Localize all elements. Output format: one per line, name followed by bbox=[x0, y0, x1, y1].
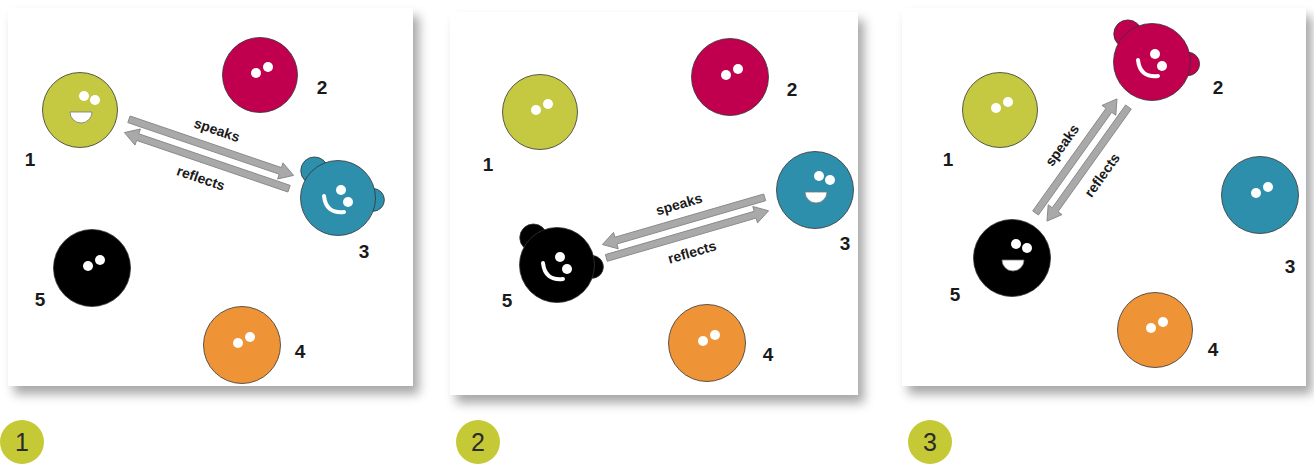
panel-number-badge: 2 bbox=[456, 420, 500, 464]
speech-arrow bbox=[1047, 105, 1131, 221]
panel-number: 1 bbox=[15, 428, 29, 457]
person-number: 3 bbox=[840, 233, 851, 255]
person-circle: 4 bbox=[1117, 292, 1193, 368]
arrow-label: reflects bbox=[1081, 150, 1123, 200]
arrow-label: speaks bbox=[192, 115, 242, 145]
person-number: 5 bbox=[502, 290, 513, 312]
person-number: 4 bbox=[1208, 339, 1219, 361]
person-circle: 4 bbox=[668, 304, 746, 382]
face-figure bbox=[691, 38, 769, 116]
face-figure bbox=[42, 72, 118, 148]
person-number: 2 bbox=[1213, 77, 1224, 99]
person-circle: 1 bbox=[962, 72, 1038, 148]
face-figure bbox=[1113, 23, 1191, 101]
person-circle: 3 bbox=[776, 151, 854, 229]
face-figure bbox=[519, 227, 595, 303]
person-number: 5 bbox=[950, 284, 961, 306]
panel-number: 2 bbox=[471, 428, 485, 457]
face-figure bbox=[53, 229, 131, 307]
person-number: 2 bbox=[317, 77, 328, 99]
speech-arrow bbox=[128, 116, 294, 179]
face-figure bbox=[222, 37, 298, 113]
face-figure bbox=[1117, 292, 1193, 368]
face-figure bbox=[1221, 156, 1299, 234]
person-circle: 1 bbox=[42, 72, 118, 148]
person-circle: 5 bbox=[973, 219, 1051, 297]
person-circle: 3 bbox=[300, 160, 376, 236]
face-figure bbox=[776, 151, 854, 229]
arrow-label: reflects bbox=[666, 237, 718, 266]
person-circle: 3 bbox=[1221, 156, 1299, 234]
person-number: 1 bbox=[483, 154, 494, 176]
person-circle: 2 bbox=[1113, 23, 1191, 101]
person-circle: 1 bbox=[502, 74, 578, 150]
person-number: 4 bbox=[295, 341, 306, 363]
person-number: 5 bbox=[35, 289, 46, 311]
panel-number-badge: 1 bbox=[0, 420, 44, 464]
arrow-label: speaks bbox=[653, 189, 703, 218]
face-figure bbox=[962, 72, 1038, 148]
person-number: 1 bbox=[943, 149, 954, 171]
person-number: 2 bbox=[787, 79, 798, 101]
panel-number: 3 bbox=[923, 428, 937, 457]
panel-number-badge: 3 bbox=[908, 420, 952, 464]
person-number: 4 bbox=[763, 344, 774, 366]
person-number: 3 bbox=[359, 241, 370, 263]
face-figure bbox=[502, 74, 578, 150]
face-figure bbox=[973, 219, 1051, 297]
person-circle: 5 bbox=[53, 229, 131, 307]
person-circle: 4 bbox=[203, 306, 281, 384]
person-circle: 2 bbox=[691, 38, 769, 116]
person-circle: 2 bbox=[222, 37, 298, 113]
face-figure bbox=[203, 306, 281, 384]
face-figure bbox=[668, 304, 746, 382]
arrow-label: reflects bbox=[175, 162, 227, 193]
person-number: 3 bbox=[1285, 256, 1296, 278]
person-circle: 5 bbox=[519, 227, 595, 303]
person-number: 1 bbox=[25, 149, 36, 171]
arrow-label: speaks bbox=[1041, 121, 1082, 169]
face-figure bbox=[300, 160, 376, 236]
